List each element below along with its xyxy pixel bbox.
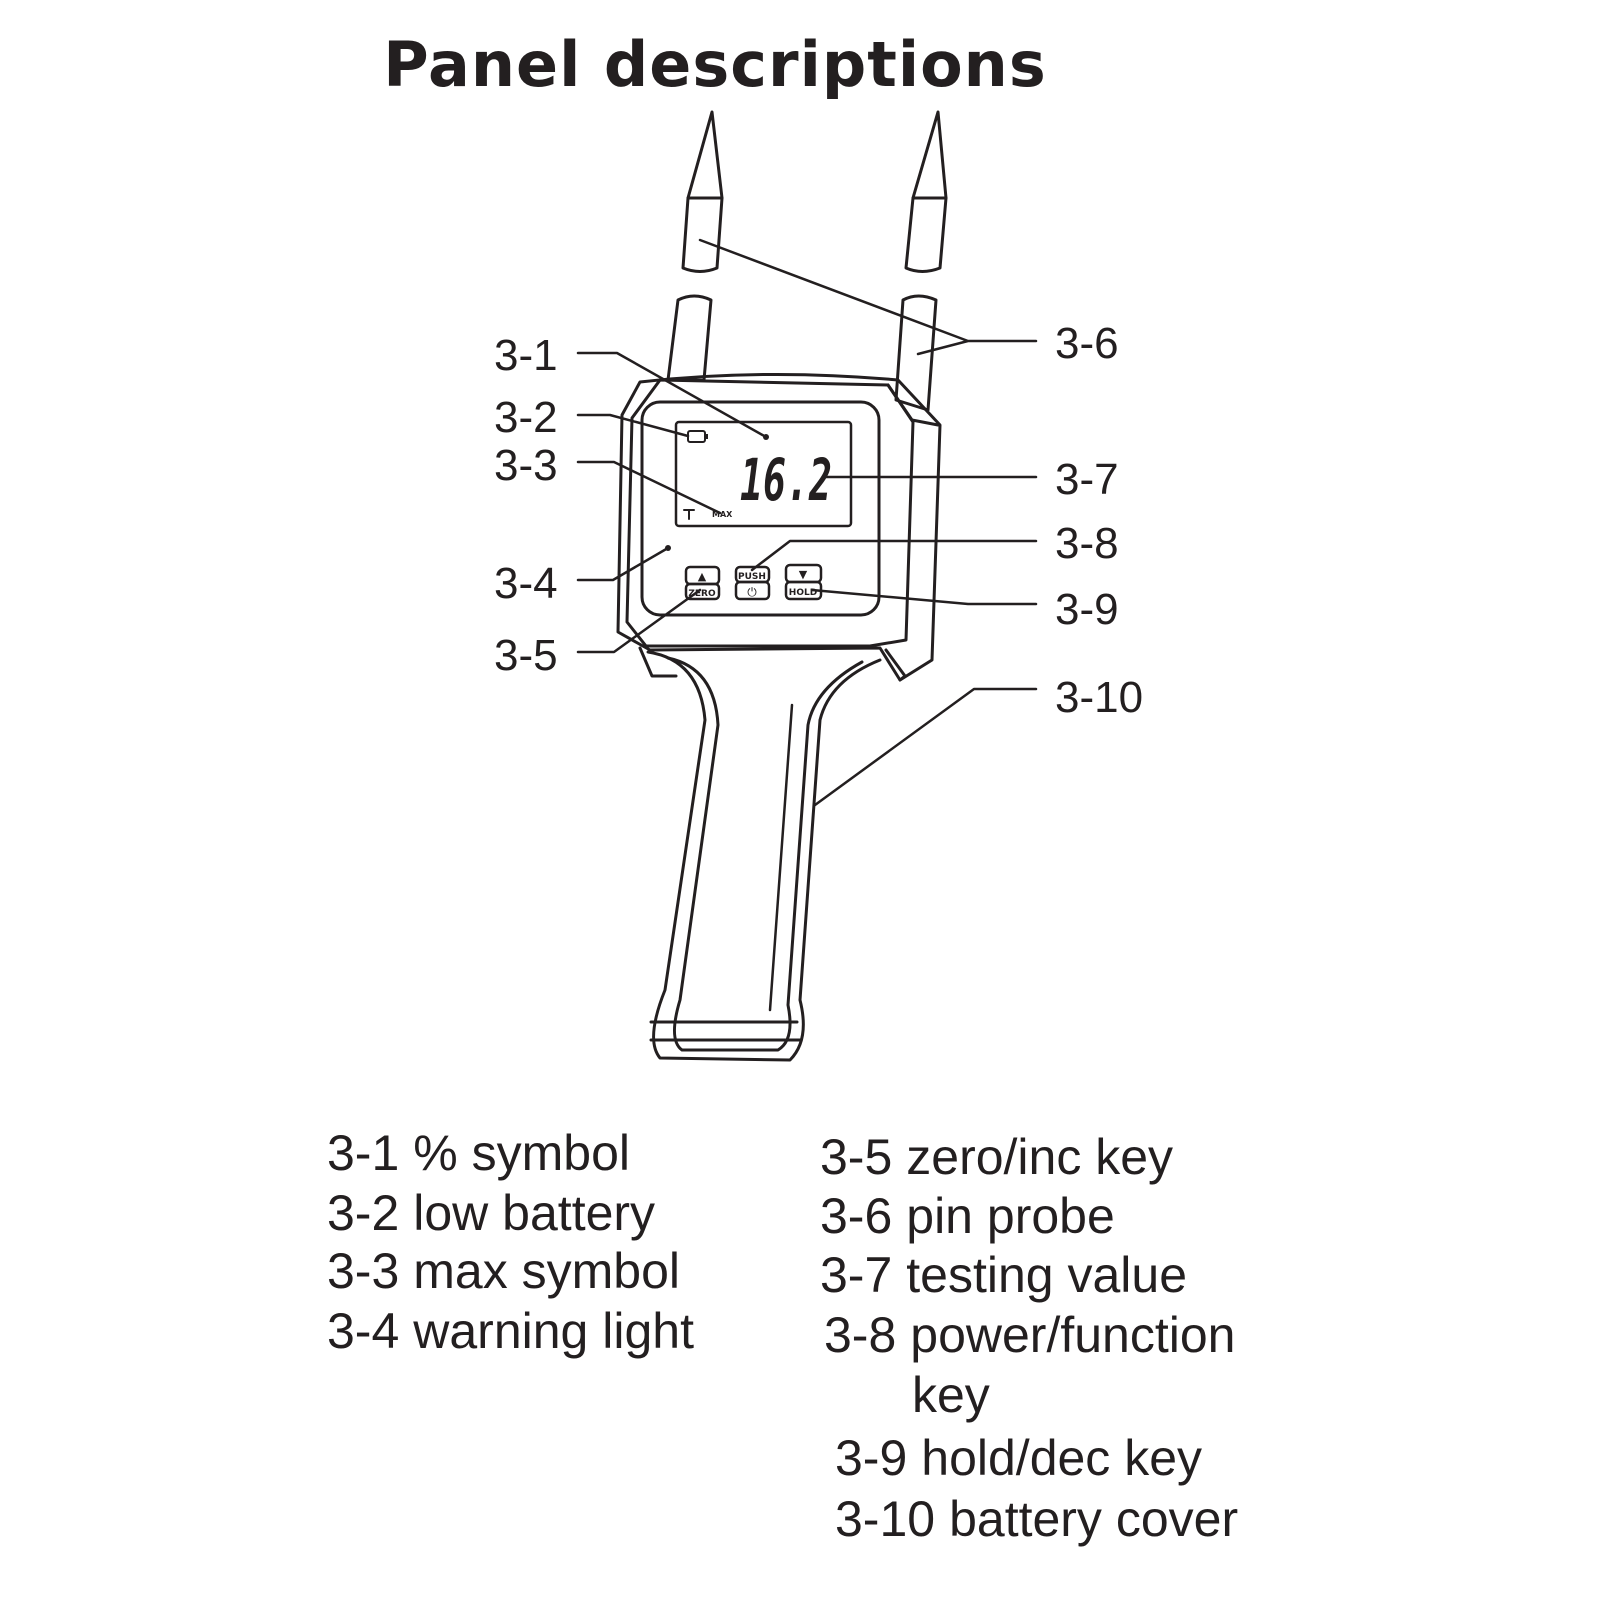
handle-collar: [638, 646, 907, 682]
lcd-content: 16.2 MAX: [665, 430, 832, 551]
callout-3-1: 3-1: [494, 331, 558, 380]
svg-text:PUSH: PUSH: [738, 572, 766, 582]
callout-3-2: 3-2: [494, 393, 558, 442]
leader-3-3: [576, 460, 722, 515]
leader-3-5: [576, 588, 702, 654]
leader-3-1: [576, 351, 768, 439]
handle-inner: [666, 656, 864, 1052]
legend-item-3-1: 3-1% symbol: [327, 1125, 630, 1181]
left-probe-lower: [666, 294, 713, 382]
callout-3-9: 3-9: [1055, 585, 1119, 634]
power-icon: ⏻: [747, 585, 757, 599]
page-title: Panel descriptions: [383, 28, 1047, 101]
callout-labels: 3-1 3-2 3-3 3-4 3-5 3-6 3-7 3-8 3-9 3-10: [494, 319, 1143, 722]
right-probe-lower: [894, 294, 938, 412]
right-probe-upper: [904, 196, 948, 273]
head-side: [886, 383, 940, 427]
max-tag: MAX: [712, 510, 733, 519]
svg-text:▼: ▼: [799, 568, 808, 581]
callout-3-3: 3-3: [494, 441, 558, 490]
leader-3-6: [698, 238, 1038, 356]
leader-3-8: [750, 539, 1038, 572]
svg-text:HOLD: HOLD: [789, 588, 817, 598]
pin-probes: [666, 110, 948, 412]
leader-3-10: [813, 687, 1038, 807]
zero-inc-key[interactable]: ▲ ZERO: [684, 565, 721, 601]
callout-3-4: 3-4: [494, 559, 558, 608]
power-function-key[interactable]: PUSH ⏻: [734, 565, 771, 601]
callout-3-8: 3-8: [1055, 519, 1119, 568]
leader-3-4: [576, 546, 670, 582]
leader-lines: [576, 238, 1038, 807]
lcd-reading: 16.2: [740, 446, 832, 514]
callout-3-10: 3-10: [1055, 673, 1143, 722]
meter-handle: [638, 646, 907, 1062]
handle-grip-rim: [649, 1020, 803, 1042]
right-probe-tip: [911, 110, 948, 200]
hold-dec-key[interactable]: ▼ HOLD: [784, 563, 823, 601]
callout-3-6: 3-6: [1055, 319, 1119, 368]
leader-3-2: [576, 413, 690, 438]
face-panel: [640, 400, 881, 617]
left-probe-tip: [686, 110, 724, 200]
max-icon: [683, 509, 695, 520]
handle-outer: [646, 650, 882, 1062]
battery-cover-edge: [768, 703, 794, 1012]
meter-head: [616, 372, 942, 682]
lcd-screen: [674, 420, 853, 528]
left-probe-upper: [681, 196, 724, 273]
leader-3-9: [810, 588, 1038, 606]
svg-text:▲: ▲: [698, 570, 707, 583]
callout-3-7: 3-7: [1055, 455, 1119, 504]
callout-3-5: 3-5: [494, 631, 558, 680]
head-outer: [616, 372, 942, 682]
svg-text:ZERO: ZERO: [688, 589, 716, 599]
legend-item-3-8-continued: key: [912, 1367, 990, 1423]
battery-icon: [687, 430, 706, 443]
